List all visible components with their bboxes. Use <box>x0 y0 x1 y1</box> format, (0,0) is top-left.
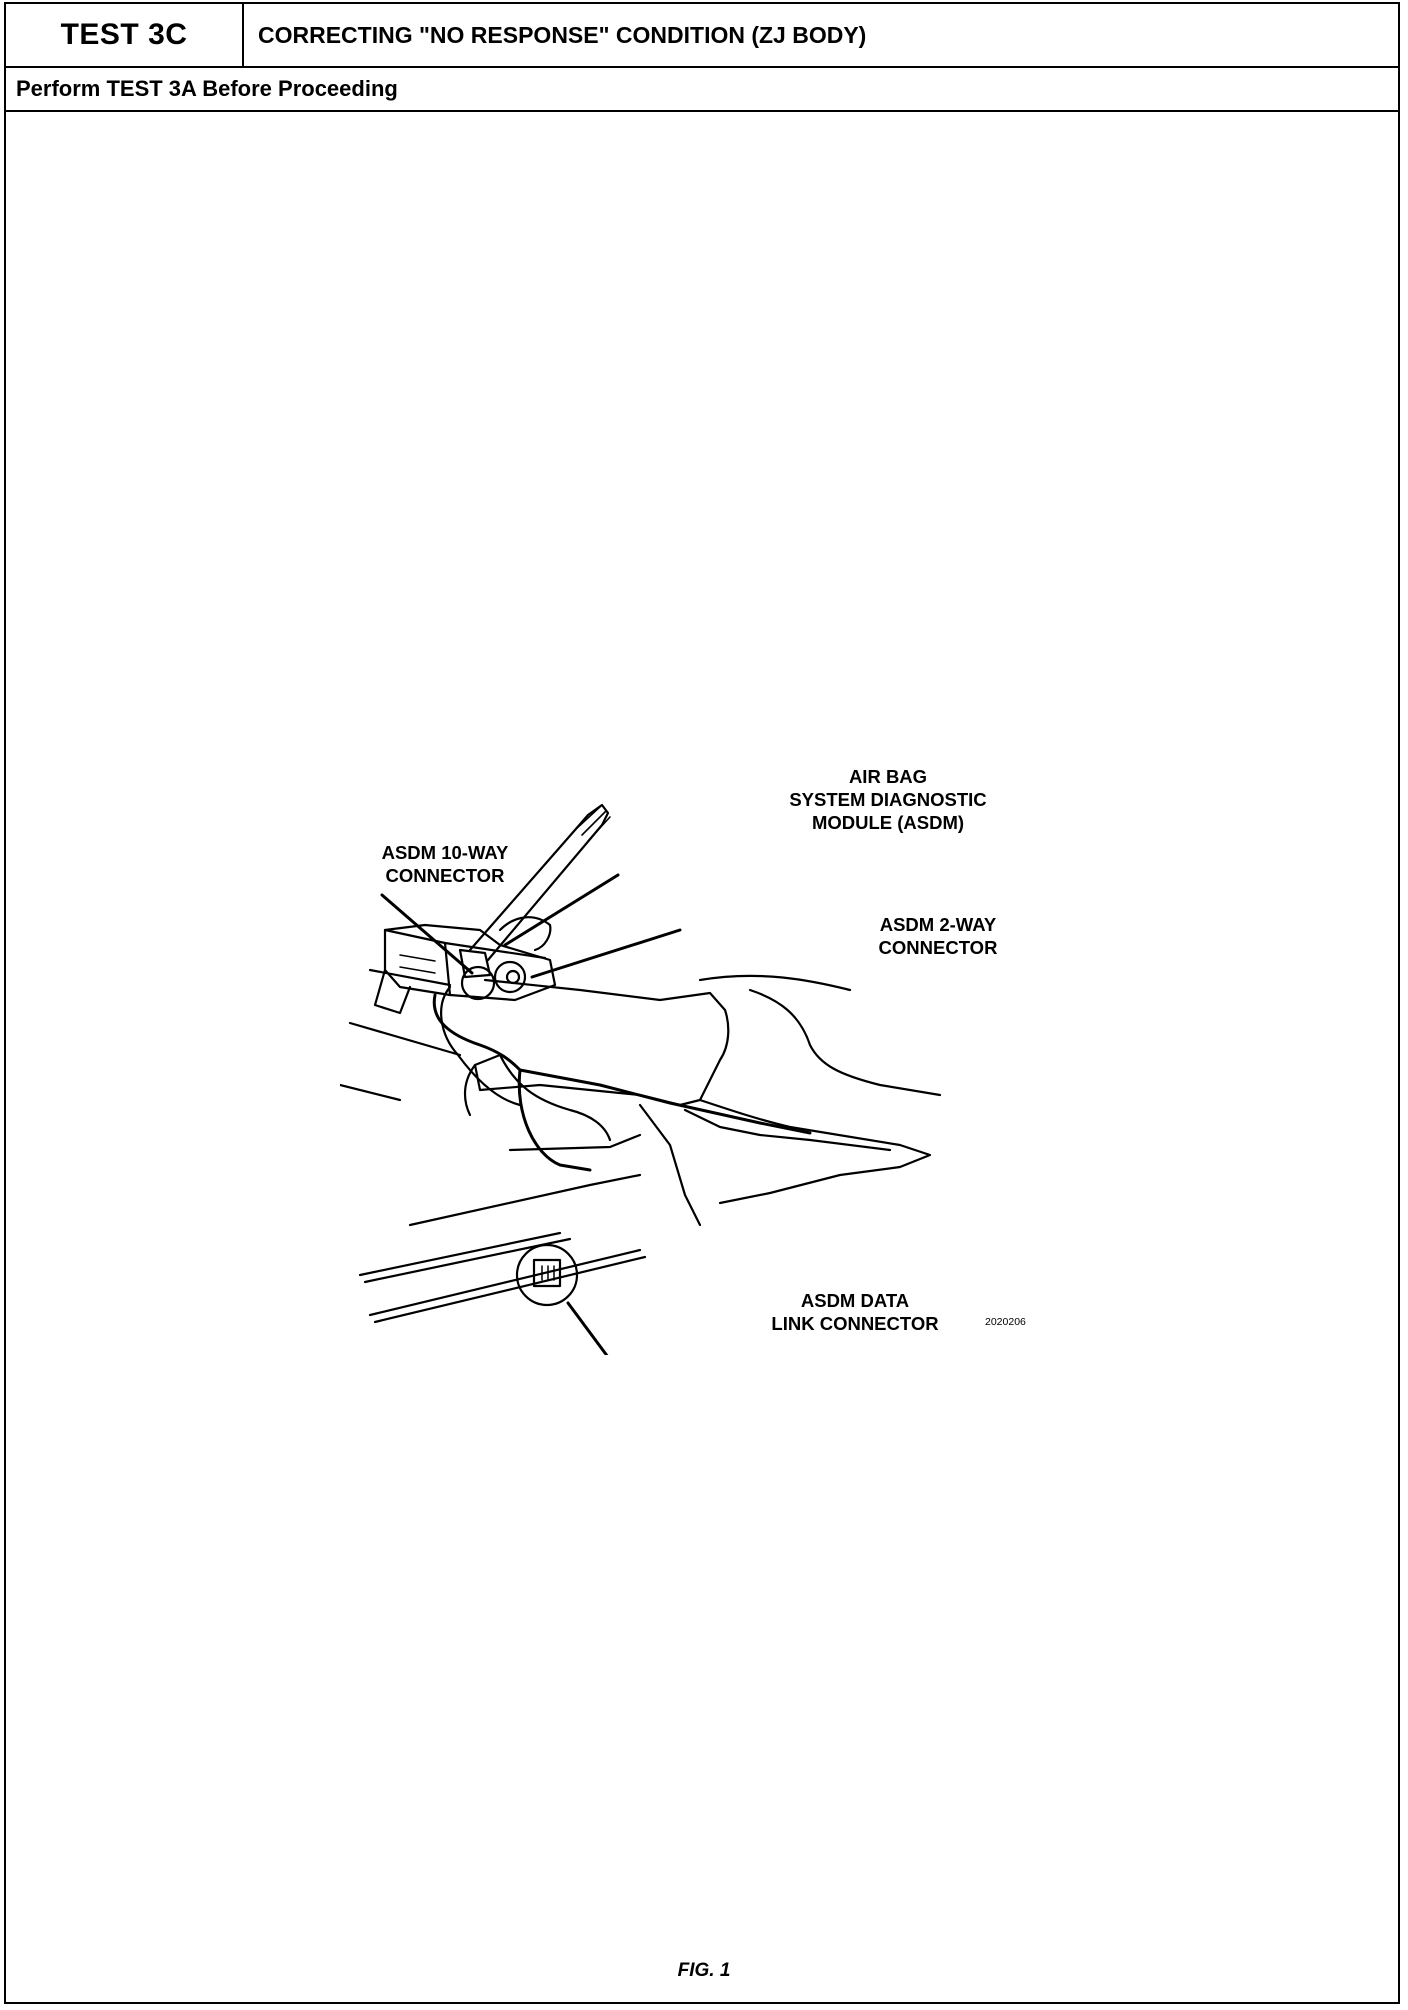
asdm-location-illustration: AIR BAG SYSTEM DIAGNOSTIC MODULE (ASDM) … <box>340 755 1060 1355</box>
callout-ten-way-connector: ASDM 10-WAY CONNECTOR <box>381 842 509 886</box>
test-header: TEST 3C CORRECTING "NO RESPONSE" CONDITI… <box>6 4 1398 68</box>
callout-two-way-connector: ASDM 2-WAY CONNECTOR <box>878 914 998 958</box>
test-title: CORRECTING "NO RESPONSE" CONDITION (ZJ B… <box>258 21 867 48</box>
figure-number: 2020206 <box>985 1316 1026 1328</box>
test-id: TEST 3C <box>6 4 244 66</box>
prerequisite-row: Perform TEST 3A Before Proceeding <box>6 68 1398 112</box>
prerequisite-text: Perform TEST 3A Before Proceeding <box>16 76 398 101</box>
page-frame: TEST 3C CORRECTING "NO RESPONSE" CONDITI… <box>4 2 1400 2004</box>
callout-data-link-connector: ASDM DATA LINK CONNECTOR <box>771 1290 939 1334</box>
vehicle-console-drawing <box>340 803 942 1355</box>
callout-asdm-module: AIR BAG SYSTEM DIAGNOSTIC MODULE (ASDM) <box>789 766 987 833</box>
figure-caption: FIG. 1 <box>677 1960 731 1981</box>
